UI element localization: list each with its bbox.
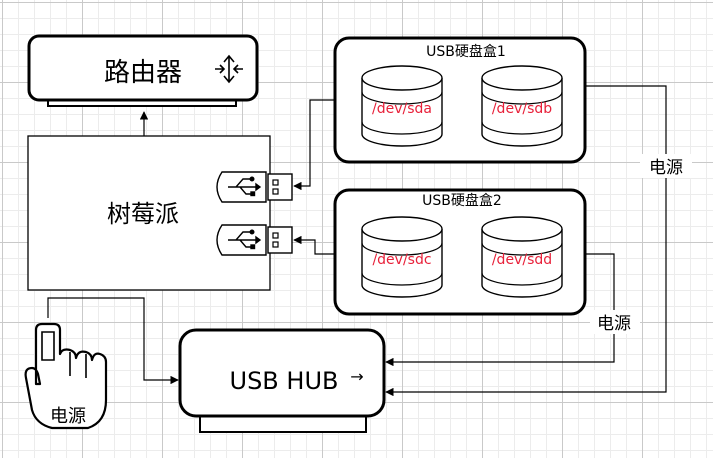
power-label-right-bg — [640, 154, 692, 178]
disk-label: /dev/sda — [372, 101, 432, 117]
usb-enclosure-2: USB硬盘盒2 /dev/sdc /dev/sdd — [333, 188, 587, 316]
usb-port-2 — [216, 224, 293, 256]
disk-sdd: /dev/sdd — [481, 216, 563, 298]
disk-label: /dev/sdd — [492, 252, 552, 268]
connector-enclosure1-power — [385, 85, 667, 397]
power-label-mid-bg — [590, 310, 640, 334]
hub-label: USB HUB — [230, 367, 339, 395]
router-label: 路由器 — [104, 58, 182, 88]
hub-arrow-icon: → — [350, 367, 363, 386]
connector-enclosure1-pi — [293, 99, 335, 191]
disk-sdc: /dev/sdc — [361, 216, 443, 298]
pi-label: 树莓派 — [107, 200, 179, 228]
usb-port-1 — [216, 171, 293, 203]
connectors — [47, 85, 667, 397]
usb-enclosure-1: USB硬盘盒1 /dev/sda /dev/sdb — [333, 36, 587, 164]
hand-power-label: 电源 — [50, 406, 86, 427]
hand-pointer-icon — [24, 322, 108, 430]
raspberry-pi: 树莓派 — [27, 135, 293, 291]
disk-sda: /dev/sda — [361, 65, 443, 147]
disk-label: /dev/sdb — [492, 101, 552, 117]
connector-enclosure2-power — [385, 253, 615, 367]
router: 路由器 — [27, 34, 259, 107]
router-arrows-icon — [215, 54, 243, 84]
power-label-right: 电源 — [649, 158, 683, 178]
power-label-mid: 电源 — [597, 314, 631, 334]
enclosure1-label: USB硬盘盒1 — [426, 43, 506, 60]
enclosure2-label: USB硬盘盒2 — [422, 192, 502, 209]
connector-enclosure2-pi — [293, 235, 335, 255]
power-hand: 电源 — [24, 322, 108, 430]
usb-hub: USB HUB → — [178, 328, 386, 433]
connector-power-hub — [47, 297, 179, 385]
disk-label: /dev/sdc — [372, 252, 431, 268]
disk-sdb: /dev/sdb — [481, 65, 563, 147]
